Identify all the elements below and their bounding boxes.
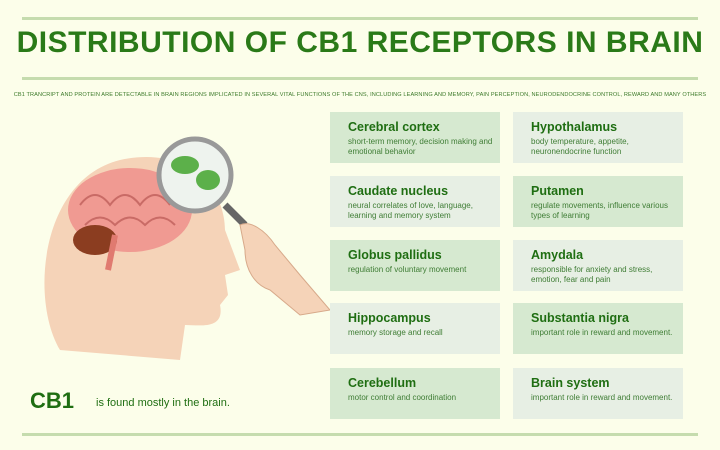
region-title: Brain system (531, 376, 610, 390)
region-description: motor control and coordination (348, 393, 457, 402)
region-card: Globus pallidus regulation of voluntary m… (330, 240, 500, 291)
region-description: responsible for anxiety and stress, emot… (531, 265, 653, 284)
region-title: Cerebellum (348, 376, 417, 390)
region-card: Caudate nucleus neural correlates of love… (330, 176, 500, 227)
region-card: Brain system important role in reward and… (513, 368, 683, 419)
region-description: regulate movements, influence various ty… (531, 201, 668, 220)
region-title: Amydala (531, 248, 584, 262)
title-divider (22, 77, 698, 80)
region-title: Putamen (531, 184, 584, 198)
magnifier-icon (156, 136, 248, 228)
region-card: Putamen regulate movements, influence var… (513, 176, 683, 227)
region-title: Substantia nigra (531, 311, 629, 325)
region-description: body temperature, appetite, neuronendocr… (531, 137, 629, 156)
region-description: important role in reward and movement. (531, 393, 673, 402)
cb1-caption: is found mostly in the brain. (96, 397, 230, 409)
region-card: Amydala responsible for anxiety and stres… (513, 240, 683, 291)
region-card: Hypothalamus body temperature, appetite, … (513, 112, 683, 163)
region-title: Cerebral cortex (348, 120, 440, 134)
region-description: short-term memory, decision making and e… (348, 137, 493, 156)
top-divider (22, 17, 698, 20)
subtitle: CB1 TRANCRIPT AND PROTEIN ARE DETECTABLE… (13, 92, 707, 98)
head-illustration (44, 136, 330, 360)
region-title: Caudate nucleus (348, 184, 449, 198)
region-title: Globus pallidus (348, 248, 442, 262)
region-description: neural correlates of love, language, lea… (348, 201, 473, 220)
region-title: Hypothalamus (531, 120, 618, 134)
cb1-label: CB1 (30, 388, 75, 413)
region-card: Substantia nigra important role in reward… (513, 303, 683, 354)
hand-icon (239, 223, 330, 316)
region-description: memory storage and recall (348, 328, 443, 337)
region-title: Hippocampus (348, 311, 431, 325)
region-description: important role in reward and movement. (531, 328, 673, 337)
page-title: DISTRIBUTION OF CB1 RECEPTORS IN BRAIN (16, 26, 704, 59)
region-description: regulation of voluntary movement (348, 265, 467, 274)
region-card: Hippocampus memory storage and recall (330, 303, 500, 354)
region-card: Cerebral cortex short-term memory, decisi… (330, 112, 500, 163)
bottom-divider (22, 433, 698, 436)
region-card: Cerebellum motor control and coordination (330, 368, 500, 419)
